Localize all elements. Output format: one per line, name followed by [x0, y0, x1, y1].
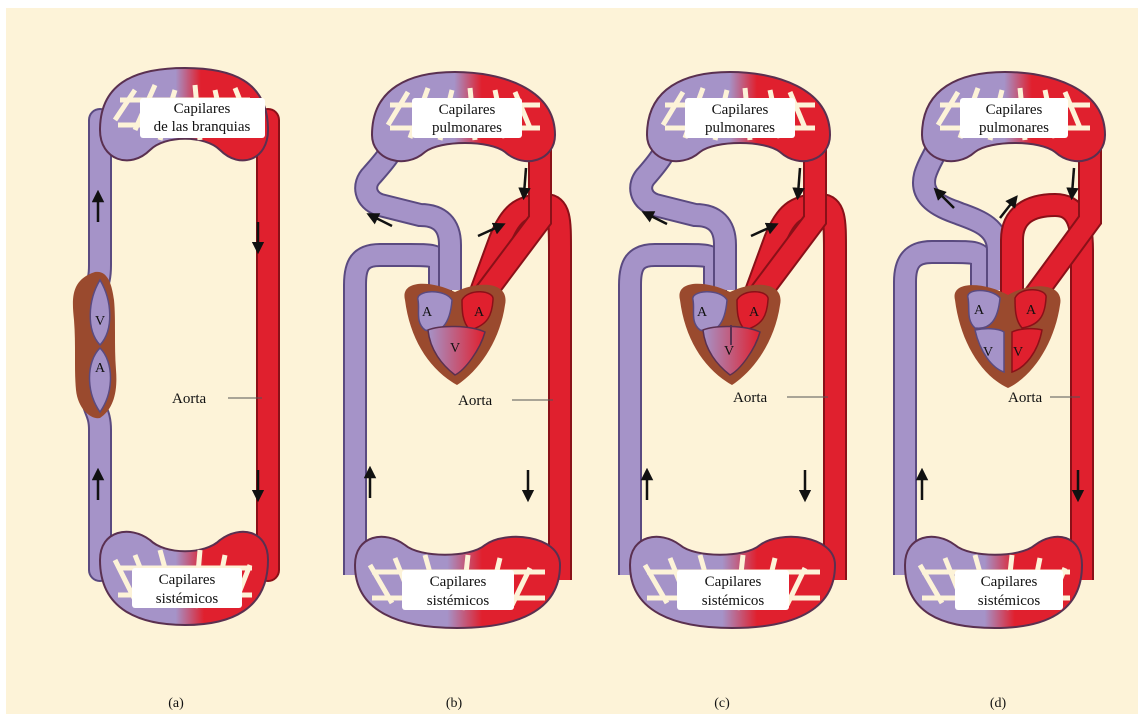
panel-d-chamber-v-left: V — [983, 345, 993, 360]
panel-d-caption: (d) — [990, 696, 1007, 711]
panel-a-chamber-v: V — [95, 314, 105, 329]
panel-c-top-label-line1: Capilares — [712, 102, 769, 118]
panel-d-chamber-v-right: V — [1013, 345, 1023, 360]
panel-d-aorta-label: Aorta — [1008, 390, 1042, 406]
panel-c-bottom-label-line2: sistémicos — [702, 593, 765, 609]
panel-c-chamber-a-left: A — [697, 305, 708, 320]
panel-b-chamber-a-right: A — [474, 305, 485, 320]
panel-a-top-label-line1: Capilares — [174, 101, 231, 117]
panel-d-chamber-a-left: A — [974, 303, 985, 318]
panel-d-top-label-line2: pulmonares — [979, 120, 1049, 136]
panel-c-chamber-v: V — [724, 344, 734, 359]
panel-c-bottom-label-line1: Capilares — [705, 574, 762, 590]
panel-b-bottom-label-line1: Capilares — [430, 574, 487, 590]
panel-d-chamber-a-right: A — [1026, 303, 1037, 318]
panel-d-top-label-line1: Capilares — [986, 102, 1043, 118]
panel-b-chamber-v: V — [450, 341, 460, 356]
panel-b-chamber-a-left: A — [422, 305, 433, 320]
panel-d-bottom-label-line1: Capilares — [981, 574, 1038, 590]
panel-a-caption: (a) — [168, 696, 184, 711]
panel-b-aorta-label: Aorta — [458, 393, 492, 409]
panel-c-chamber-a-right: A — [749, 305, 760, 320]
panel-b-top-label-line2: pulmonares — [432, 120, 502, 136]
panel-c-caption: (c) — [714, 696, 730, 711]
panel-a-bottom-label-line2: sistémicos — [156, 591, 219, 607]
panel-d-bottom-label-line2: sistémicos — [978, 593, 1041, 609]
panel-a-bottom-label-line1: Capilares — [159, 572, 216, 588]
panel-a-top-label-line2: de las branquias — [154, 119, 251, 135]
panel-c-top-label-line2: pulmonares — [705, 120, 775, 136]
panel-b-top-label-line1: Capilares — [439, 102, 496, 118]
panel-b-caption: (b) — [446, 696, 463, 711]
panel-a-aorta-label: Aorta — [172, 391, 206, 407]
panel-a-chamber-a: A — [95, 361, 106, 376]
panel-c-aorta-label: Aorta — [733, 390, 767, 406]
panel-b-bottom-label-line2: sistémicos — [427, 593, 490, 609]
